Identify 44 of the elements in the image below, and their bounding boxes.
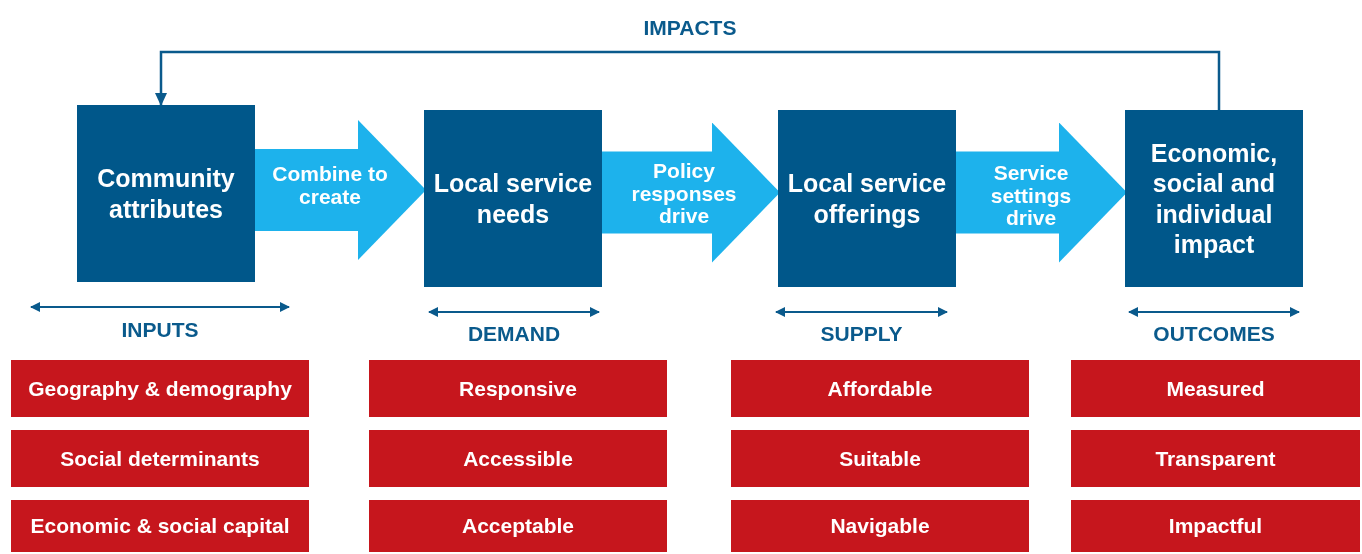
process-box — [778, 110, 956, 287]
block-arrow — [602, 122, 780, 263]
attribute-box — [369, 500, 667, 552]
category-label: DEMAND — [467, 322, 561, 346]
attribute-box — [731, 500, 1029, 552]
process-box — [1125, 110, 1303, 287]
block-arrow — [956, 122, 1127, 263]
attribute-box — [731, 360, 1029, 417]
category-label: INPUTS — [121, 318, 199, 342]
edge-label: Policy responses drive — [630, 160, 738, 228]
box-title: Economic, social and individual impact — [1149, 137, 1279, 260]
attribute-text: Social determinants — [60, 445, 260, 472]
attribute-box — [11, 500, 309, 552]
attribute-text: Suitable — [839, 445, 921, 472]
box-title: Community attributes — [96, 163, 236, 224]
attribute-box — [369, 430, 667, 487]
attribute-text: Navigable — [830, 513, 930, 539]
process-box — [77, 105, 255, 282]
attribute-text: Transparent — [1155, 445, 1276, 472]
attribute-box — [11, 430, 309, 487]
attribute-text: Acceptable — [461, 513, 574, 539]
attribute-box — [369, 360, 667, 417]
arrow — [155, 50, 1221, 110]
block-arrow — [255, 120, 426, 260]
box-title: Local service needs — [432, 168, 594, 229]
attribute-box — [1071, 360, 1360, 417]
edge-label: Service settings drive — [989, 162, 1073, 230]
category-label: OUTCOMES — [1153, 322, 1275, 346]
attribute-text: Accessible — [463, 445, 573, 472]
category-label: SUPPLY — [820, 322, 903, 346]
attribute-text: Responsive — [459, 375, 577, 402]
edge-label: Combine to create — [271, 163, 389, 209]
edge-label: IMPACTS — [642, 16, 738, 40]
attribute-text: Geography & demography — [28, 375, 292, 402]
box-title: Local service offerings — [786, 168, 948, 229]
attribute-box — [1071, 500, 1360, 552]
attribute-text: Affordable — [827, 375, 933, 402]
attribute-text: Economic & social capital — [30, 513, 290, 539]
process-box — [424, 110, 602, 287]
attribute-box — [1071, 430, 1360, 487]
attribute-text: Impactful — [1168, 513, 1263, 539]
attribute-box — [731, 430, 1029, 487]
attribute-text: Measured — [1166, 375, 1265, 402]
attribute-box — [11, 360, 309, 417]
